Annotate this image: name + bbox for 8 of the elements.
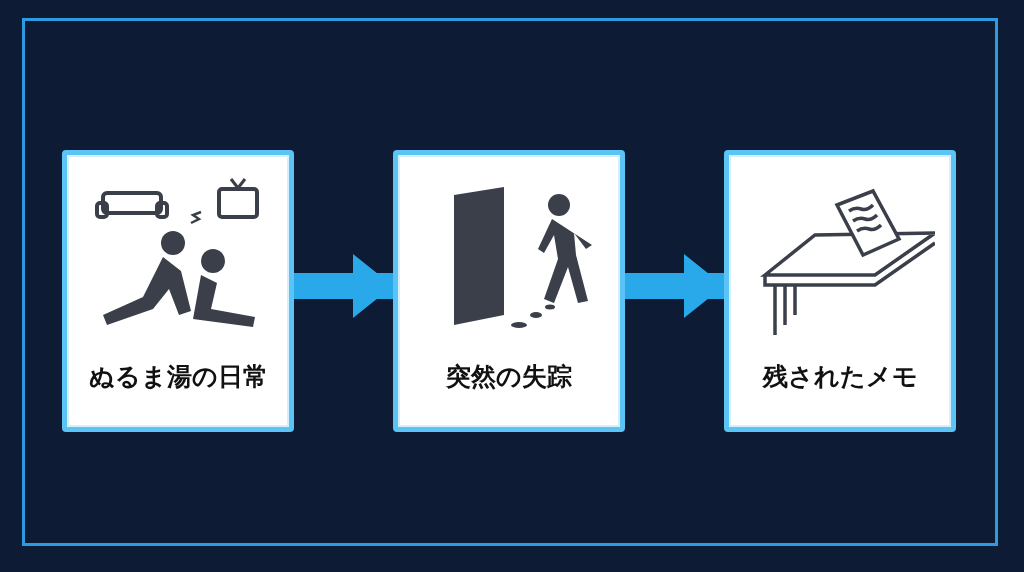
step-card: [62, 150, 294, 432]
arrow: [294, 254, 393, 318]
step-card: [724, 150, 956, 432]
step-title: 残されたメモ: [761, 361, 919, 393]
step-card: [393, 150, 625, 432]
arrow: [625, 254, 724, 318]
step-title: ぬるま湯の日常: [87, 361, 269, 393]
step-title: 突然の失踪: [445, 361, 573, 393]
